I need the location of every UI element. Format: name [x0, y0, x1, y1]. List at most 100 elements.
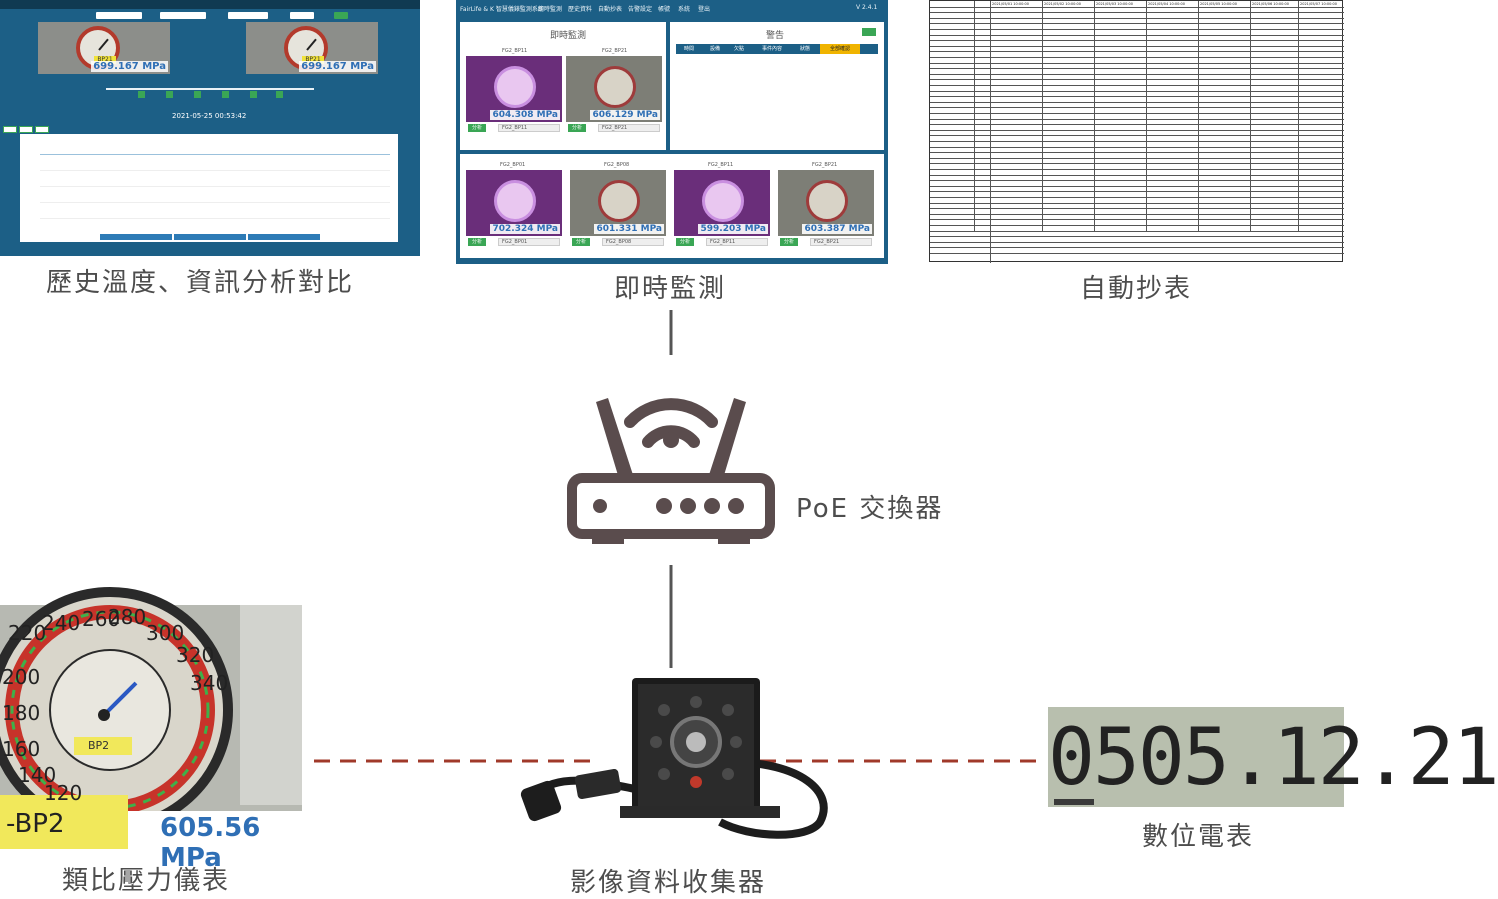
table-row-line	[930, 12, 1344, 14]
nav-item[interactable]: 告警設定	[628, 6, 653, 13]
camera-select[interactable]: FG2_BP11	[498, 124, 560, 132]
time-slider[interactable]	[106, 88, 314, 90]
table-row-line	[930, 202, 1344, 204]
table-row-line	[930, 107, 1344, 109]
table-row-line	[930, 191, 1344, 193]
gridline	[40, 186, 390, 187]
nav-item[interactable]: 即時監測	[538, 6, 563, 13]
analyze-button[interactable]: 分析	[676, 238, 694, 246]
acknowledge-all-button[interactable]: 全部確認	[820, 44, 860, 54]
camera-reading: 604.308 MPa	[490, 110, 560, 120]
camera-feed: 606.129 MPa	[566, 56, 662, 122]
table-row-line	[930, 152, 1344, 154]
camera-icon	[520, 678, 828, 839]
table-row-line	[930, 135, 1344, 137]
table-col-header: 2021/05/07 10:00:00	[1300, 2, 1338, 6]
step-button[interactable]	[250, 91, 257, 98]
gauge-scale-label: 340	[190, 671, 229, 695]
camera-select[interactable]: FG2_BP11	[706, 238, 768, 246]
gauge-dial	[598, 180, 640, 222]
camera-select[interactable]: FG2_BP21	[598, 124, 660, 132]
analyze-button[interactable]: 分析	[780, 238, 798, 246]
caption-digital-meter: 數位電表	[1142, 822, 1255, 852]
nav-item[interactable]: 歷史資料	[568, 6, 593, 13]
table-row-line	[930, 51, 1344, 53]
table-col-line	[1198, 1, 1199, 231]
camera-feed: 603.387 MPa	[778, 170, 874, 236]
chart-footer-button[interactable]	[174, 234, 246, 240]
table-col-line	[1094, 1, 1095, 231]
device-select[interactable]	[228, 12, 268, 19]
camera-reading: 601.331 MPa	[594, 224, 664, 234]
gauge-reading: 699.167 MPa	[91, 61, 168, 72]
step-button[interactable]	[138, 91, 145, 98]
nav-item[interactable]: 登出	[698, 6, 711, 13]
caption-collector: 影像資料收集器	[570, 868, 767, 898]
alert-table-header: 時間 設備 欠點 事件內容 狀態	[676, 44, 878, 54]
table-row-line	[930, 34, 1344, 36]
camera-id: FG2_BP01	[500, 162, 526, 168]
gauge-scale-label: 180	[2, 701, 41, 725]
table-col-header: 2021/05/04 10:00:00	[1148, 2, 1186, 6]
step-button[interactable]	[194, 91, 201, 98]
step-button[interactable]	[222, 91, 229, 98]
gridline	[40, 202, 390, 203]
analyze-button[interactable]: 分析	[468, 124, 486, 132]
gauge-scale-label: 260	[82, 607, 121, 631]
gauge-reading: 605.56 MPa	[160, 813, 261, 873]
table-row-line	[930, 241, 1344, 243]
alert-col-header: 事件內容	[762, 46, 783, 52]
alert-col-header: 設備	[710, 46, 721, 52]
query-button[interactable]	[334, 12, 348, 19]
camera-select[interactable]: FG2_BP08	[602, 238, 664, 246]
gridline	[40, 170, 390, 171]
table-row-line	[930, 225, 1344, 226]
table-row-line	[930, 45, 1344, 47]
table-row-line	[930, 79, 1344, 81]
end-date-input[interactable]	[160, 12, 206, 19]
analyze-button[interactable]: 分析	[568, 124, 586, 132]
start-date-input[interactable]	[96, 12, 142, 19]
chart-footer-button[interactable]	[100, 234, 172, 240]
chart-footer-button[interactable]	[248, 234, 320, 240]
table-row-line	[930, 73, 1344, 75]
caption-history: 歷史溫度、資訊分析對比	[46, 268, 355, 298]
table-row-line	[930, 90, 1344, 92]
table-row-line	[930, 23, 1344, 25]
table-row-line	[930, 62, 1344, 64]
table-row-line	[930, 96, 1344, 98]
history-datetime: 2021-05-25 00:53:42	[172, 112, 247, 120]
table-row-line	[930, 197, 1344, 198]
gauge-device-label: -BP2	[6, 809, 65, 839]
chart-tab[interactable]	[3, 126, 17, 133]
gauge-dial	[594, 66, 636, 108]
camera-reading: 606.129 MPa	[590, 110, 660, 120]
camera-feed: 604.308 MPa	[466, 56, 562, 122]
gauge-dial	[702, 180, 744, 222]
chart-tab[interactable]	[35, 126, 49, 133]
camera-select[interactable]: FG2_BP21	[810, 238, 872, 246]
gauge-scale-label: 160	[2, 737, 41, 761]
nav-item[interactable]: 帳號	[658, 6, 671, 13]
analyze-button[interactable]: 分析	[468, 238, 486, 246]
camera-id: FG2_BP08	[604, 162, 630, 168]
camera-id: FG2_BP21	[602, 48, 628, 54]
alert-settings-button[interactable]	[862, 28, 876, 36]
caption-switch: PoE 交換器	[796, 494, 944, 524]
table-row-line	[930, 253, 1344, 254]
step-button[interactable]	[276, 91, 283, 98]
table-row-line	[930, 17, 1344, 19]
camera-select[interactable]: FG2_BP01	[498, 238, 560, 246]
table-row-line	[930, 68, 1344, 70]
table-row-line	[930, 208, 1344, 210]
alert-col-header: 時間	[684, 46, 695, 52]
nav-item[interactable]: 自動抄表	[598, 6, 623, 13]
caption-auto-reading: 自動抄表	[1080, 274, 1193, 304]
nav-item[interactable]: 系統	[678, 6, 691, 13]
alert-col-header: 欠點	[734, 46, 745, 52]
interval-input[interactable]	[290, 12, 314, 19]
chart-tab[interactable]	[19, 126, 33, 133]
camera-feed: 702.324 MPa	[466, 170, 562, 236]
step-button[interactable]	[166, 91, 173, 98]
analyze-button[interactable]: 分析	[572, 238, 590, 246]
